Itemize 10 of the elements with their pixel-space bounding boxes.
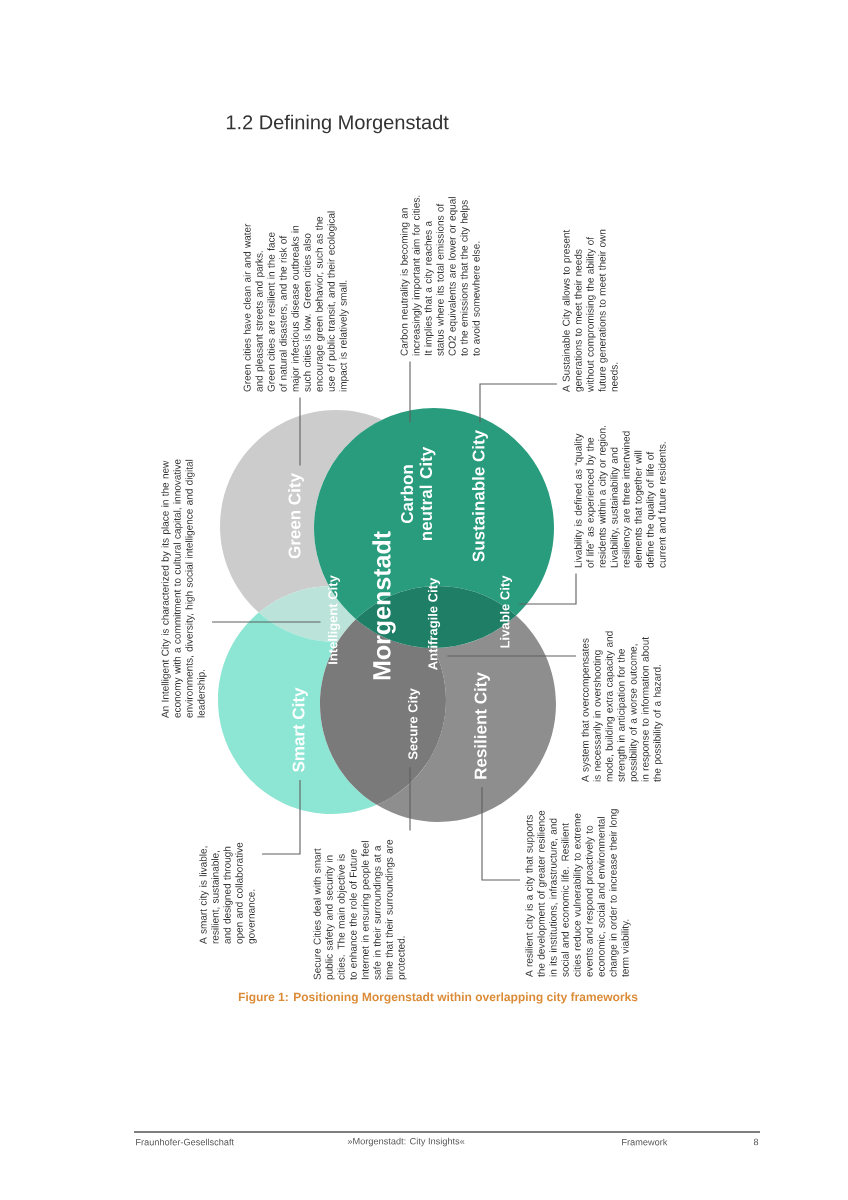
- leader-line: [479, 383, 558, 423]
- leader-line: [261, 779, 301, 855]
- region-label: Resilient City: [474, 672, 490, 779]
- leader-line: [211, 621, 322, 623]
- section-heading: 1.2 Defining Morgenstadt: [226, 114, 449, 134]
- centre-label: Morgenstadt: [372, 531, 396, 680]
- region-label: Sustainable City: [472, 429, 488, 562]
- leader-line: [409, 360, 411, 424]
- region-label: Smart City: [292, 687, 308, 772]
- leader-line: [481, 786, 521, 881]
